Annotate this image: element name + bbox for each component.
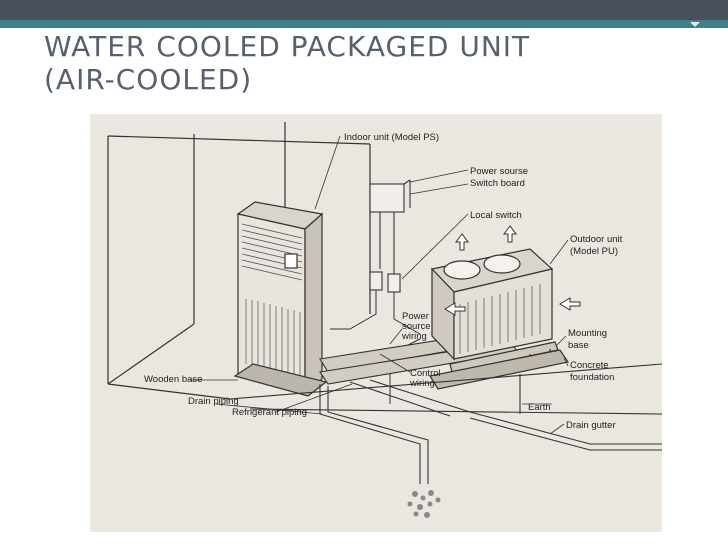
- outdoor-unit: [430, 248, 554, 361]
- leader-lines: [190, 135, 569, 435]
- top-bar: [0, 0, 728, 20]
- label-outdoor-unit: Outdoor unit: [570, 234, 623, 245]
- label-control-wiring-2: wiring: [409, 378, 435, 389]
- concrete-foundation: [429, 349, 569, 390]
- label-earth: Earth: [528, 402, 551, 413]
- label-power-wiring-3: wiring: [401, 331, 427, 342]
- label-control-wiring-1: Control: [410, 368, 441, 379]
- accent-tab: [680, 20, 728, 28]
- label-local-switch: Local switch: [470, 210, 522, 221]
- label-power-wiring-1: Power: [402, 311, 429, 322]
- label-drain-piping: Drain piping: [188, 396, 239, 407]
- label-mounting-base-1: Mounting: [568, 328, 607, 339]
- ground-and-drain: [229, 363, 662, 484]
- accent-bar: [0, 20, 728, 28]
- slide-title-line-1: WATER COOLED PACKAGED UNIT: [44, 30, 531, 63]
- slide-title-line-2: (AIR-COOLED): [44, 63, 253, 96]
- slide-title: WATER COOLED PACKAGED UNIT (AIR-COOLED): [44, 30, 684, 96]
- gravel: [407, 490, 441, 518]
- room-walls: [107, 122, 371, 400]
- label-concrete-1: Concrete: [570, 360, 609, 371]
- label-mounting-base-2: base: [568, 340, 589, 351]
- label-power-source: Power sourse: [470, 166, 528, 177]
- indoor-unit: [233, 201, 328, 397]
- installation-diagram: Indoor unit (Model PS) Power sourse Swit…: [90, 114, 662, 532]
- label-indoor-unit: Indoor unit (Model PS): [344, 132, 439, 143]
- installation-diagram-svg: Indoor unit (Model PS) Power sourse Swit…: [107, 122, 662, 518]
- label-concrete-2: foundation: [570, 372, 614, 383]
- label-power-wiring-2: source: [402, 321, 431, 332]
- airflow-arrows: [444, 225, 581, 316]
- label-wooden-base: Wooden base: [144, 374, 202, 385]
- accent-notch-icon: [690, 22, 700, 27]
- label-refrigerant-piping: Refrigerant piping: [232, 407, 307, 418]
- label-drain-gutter: Drain gutter: [566, 420, 616, 431]
- label-switch-board: Switch board: [470, 178, 525, 189]
- switch-board: [369, 179, 411, 274]
- local-switch: [369, 271, 401, 293]
- label-outdoor-unit-model: (Model PU): [570, 246, 618, 257]
